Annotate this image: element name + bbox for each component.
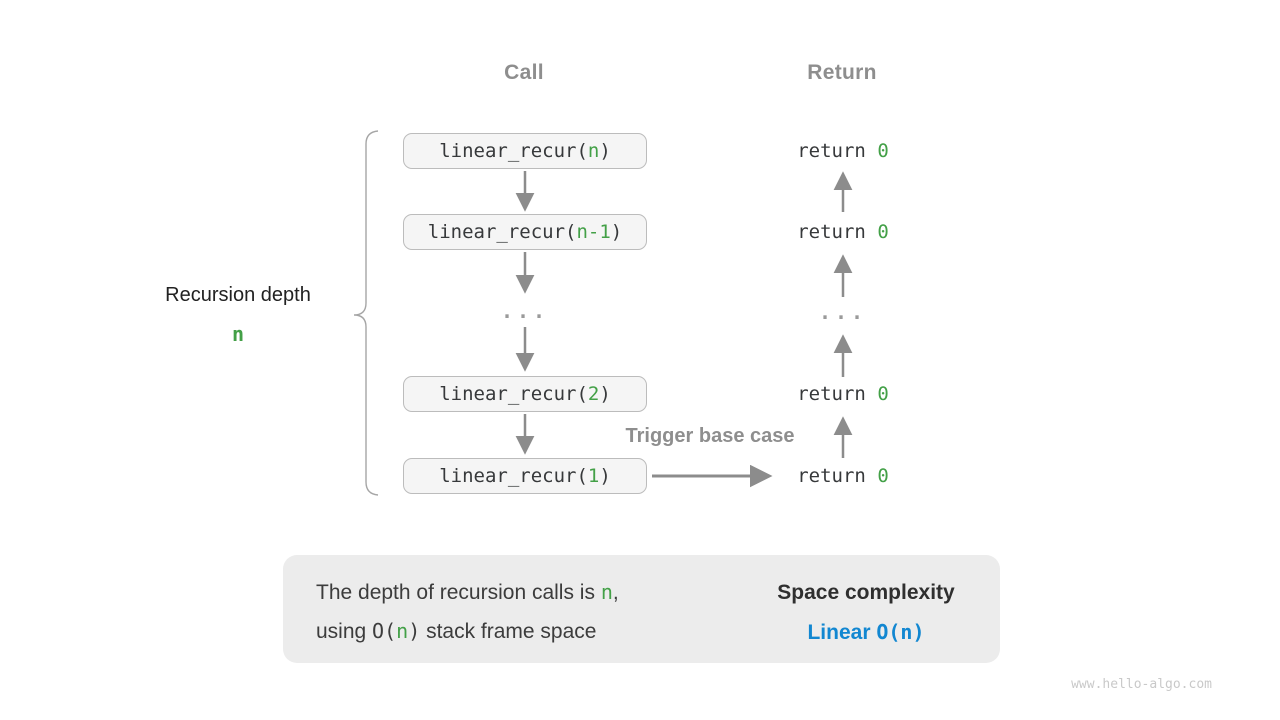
summary-big-o-n: n <box>396 619 409 643</box>
space-complexity-title: Space complexity <box>777 581 955 604</box>
call-box-1: linear_recur(1) <box>403 458 647 494</box>
return-column-ellipsis: ... <box>818 300 868 324</box>
return-column-header: Return <box>807 61 877 84</box>
summary-line-2: using O(n) stack frame space <box>316 619 597 643</box>
call-box-n: linear_recur(n) <box>403 133 647 169</box>
call-box-text: linear_recur( <box>439 140 588 162</box>
call-box-text: linear_recur( <box>439 465 588 487</box>
return-value: 0 <box>877 465 889 487</box>
call-column-ellipsis: ... <box>500 299 550 323</box>
return-value: 0 <box>877 140 889 162</box>
summary-panel: The depth of recursion calls is n, using… <box>283 555 1000 663</box>
summary-n: n <box>600 580 613 604</box>
trigger-base-case-label: Trigger base case <box>625 425 795 447</box>
recursion-depth-brace <box>353 130 379 496</box>
call-box-arg: n <box>587 140 600 162</box>
call-box-arg: 2 <box>587 383 600 405</box>
return-value: 0 <box>877 221 889 243</box>
call-box-arg: n-1 <box>576 221 611 243</box>
return-statement: return 0 <box>797 140 889 162</box>
return-statement: return 0 <box>797 221 889 243</box>
call-box-2: linear_recur(2) <box>403 376 647 412</box>
complexity-n: n <box>900 620 913 644</box>
call-box-n-1: linear_recur(n-1) <box>403 214 647 250</box>
call-box-text: linear_recur( <box>427 221 577 243</box>
call-column-header: Call <box>504 61 544 84</box>
call-box-text: linear_recur( <box>439 383 588 405</box>
return-statement: return 0 <box>797 465 889 487</box>
watermark: www.hello-algo.com <box>1071 677 1212 692</box>
return-value: 0 <box>877 383 889 405</box>
call-box-arg: 1 <box>587 465 600 487</box>
recursion-depth-label: Recursion depth <box>165 284 311 306</box>
summary-line-1: The depth of recursion calls is n, <box>316 580 619 604</box>
space-complexity-value: Linear O(n) <box>807 620 925 644</box>
recursion-depth-value: n <box>231 322 245 346</box>
return-statement: return 0 <box>797 383 889 405</box>
